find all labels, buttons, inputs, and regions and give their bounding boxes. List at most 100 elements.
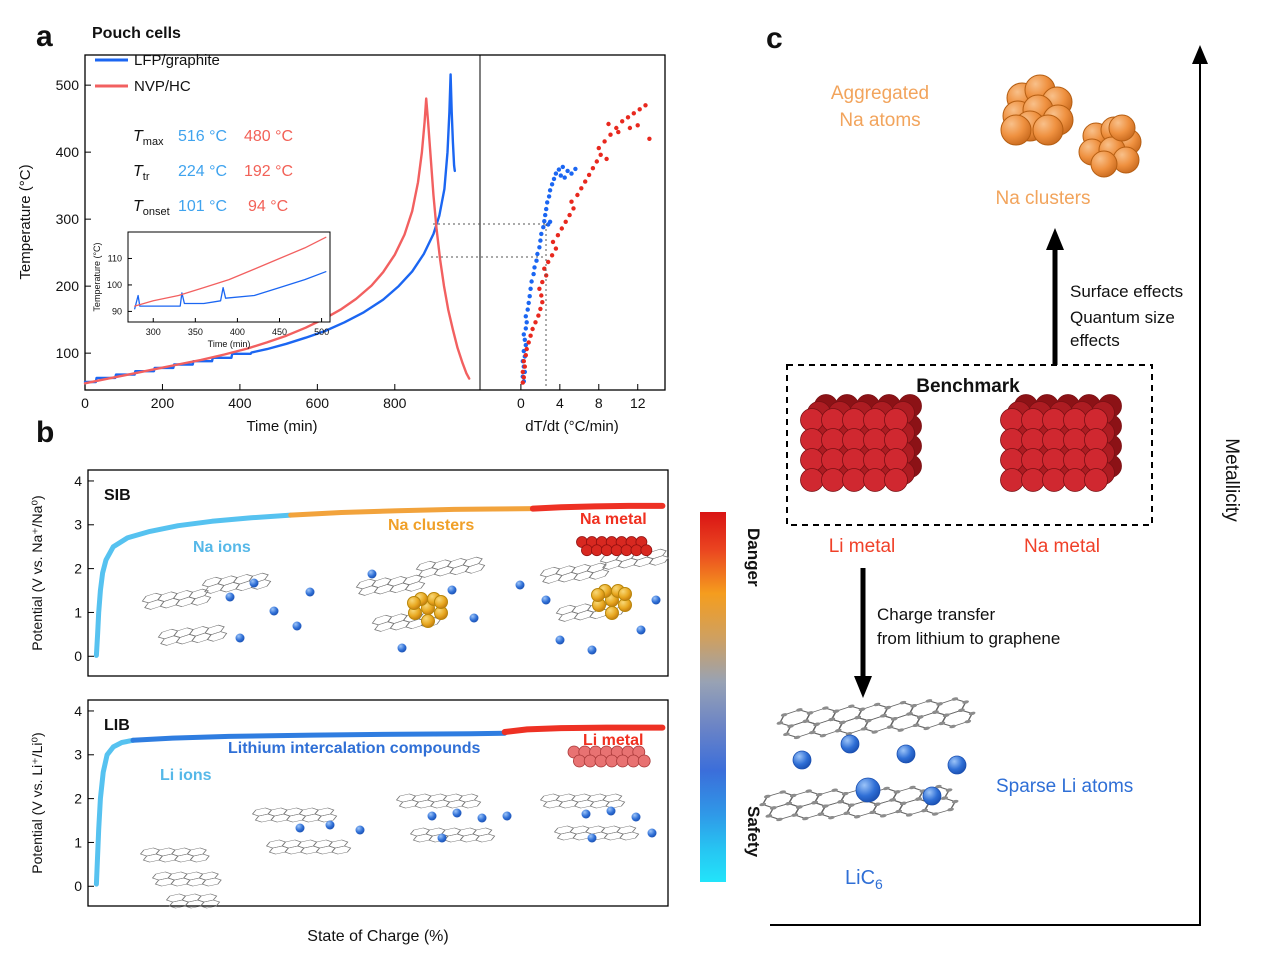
sparse-li-atoms-spheres xyxy=(792,734,967,806)
stat-tmax-name: Tmax xyxy=(133,128,164,148)
x-tick-label: 600 xyxy=(306,395,330,411)
scatter-point xyxy=(528,286,533,291)
scatter-point xyxy=(590,166,596,171)
graphene-flake-icon xyxy=(251,807,338,823)
na-ion-icon xyxy=(651,595,661,605)
scatter-point xyxy=(525,307,530,312)
scatter-point xyxy=(528,333,533,338)
graphene-flake-icon xyxy=(265,839,352,855)
stat-tonset-name: Tonset xyxy=(133,198,170,218)
scatter-point xyxy=(542,219,547,224)
charge-transfer-label-line2: from lithium to graphene xyxy=(877,629,1060,648)
sib-molecular-art xyxy=(141,536,670,655)
scatter-point xyxy=(546,222,551,227)
stat-tonset-nvp: 94 °C xyxy=(248,198,288,215)
graphene-flake-icon xyxy=(139,847,210,863)
scatter-point xyxy=(538,238,543,243)
scatter-point xyxy=(643,103,648,108)
scatter-point xyxy=(551,176,557,182)
series-line xyxy=(130,730,508,743)
series-line xyxy=(529,502,666,512)
na-metal-label: Na metal xyxy=(1024,536,1100,557)
y-tick-label: 4 xyxy=(74,703,82,719)
stat-ttr-name: Ttr xyxy=(133,163,150,183)
x-tick-label: 300 xyxy=(146,327,161,337)
scatter-point xyxy=(620,119,625,124)
graphene-flake-icon xyxy=(165,893,221,909)
y-tick-label: 1 xyxy=(74,604,82,620)
y-tick-label: 3 xyxy=(74,747,82,763)
y-tick-label: 0 xyxy=(74,878,82,894)
intercalation-label: Lithium intercalation compounds xyxy=(228,740,481,757)
graphene-flake-icon xyxy=(201,572,272,594)
scatter-point xyxy=(575,192,580,198)
graphene-flake-icon xyxy=(141,588,212,610)
graphene-flake-icon xyxy=(415,556,486,578)
li-ion-icon xyxy=(437,833,447,843)
scatter-point xyxy=(520,369,525,375)
series-line xyxy=(83,73,456,384)
scatter-point xyxy=(523,353,528,358)
scatter-point xyxy=(625,115,631,120)
scatter-point xyxy=(542,266,547,271)
sparse-li-atoms-label: Sparse Li atoms xyxy=(996,776,1133,797)
scatter-point xyxy=(616,129,621,135)
series-line xyxy=(288,506,536,518)
na-clusters-caption: Na clusters xyxy=(995,188,1090,209)
scatter-point xyxy=(631,111,636,116)
y-tick-label: 100 xyxy=(56,345,80,361)
soc-axis-label: State of Charge (%) xyxy=(307,928,448,945)
series-line xyxy=(501,724,666,735)
scatter-point xyxy=(523,342,528,348)
na-ion-icon xyxy=(269,606,279,616)
up-arrow-head-icon xyxy=(1046,228,1064,250)
stat-ttr-nvp: 192 °C xyxy=(244,163,293,180)
graphene-sheet-icon xyxy=(759,784,959,822)
graphene-flake-icon xyxy=(409,827,496,843)
graphene-flake-icon xyxy=(157,624,228,646)
y-tick-label: 4 xyxy=(74,473,82,489)
scatter-point xyxy=(579,186,584,191)
scatter-point xyxy=(556,167,562,172)
na-cluster-gold-icon xyxy=(407,592,448,628)
danger-label: Danger xyxy=(744,528,763,587)
legend-label-lfp: LFP/graphite xyxy=(134,52,220,69)
scatter-point xyxy=(536,313,541,318)
li-ion-icon xyxy=(477,813,487,823)
na-ion-icon xyxy=(225,592,235,602)
scatter-point xyxy=(546,259,551,265)
scatter-point xyxy=(604,156,609,162)
stat-tmax-nvp: 480 °C xyxy=(244,128,293,145)
scatter-point xyxy=(553,171,559,176)
scatter-point xyxy=(524,320,529,325)
scatter-point xyxy=(532,265,537,270)
inset-y-axis-label: Temperature (°C) xyxy=(92,242,102,311)
li-atom-sphere-icon xyxy=(947,755,967,775)
scatter-point xyxy=(522,364,527,369)
li-metal-cube-icon xyxy=(800,394,922,492)
li-ion-icon xyxy=(581,809,591,819)
series-line xyxy=(93,512,294,658)
scatter-point xyxy=(559,226,564,231)
graphene-sheets xyxy=(759,697,976,822)
scatter-point xyxy=(608,132,613,137)
x-tick-label: 400 xyxy=(228,395,252,411)
metal-atom-cubes xyxy=(800,394,1122,492)
quantum-size-label-line1: Quantum size xyxy=(1070,308,1175,327)
scatter-point xyxy=(547,188,553,193)
na-metal-slab-icon xyxy=(576,536,653,557)
scatter-point xyxy=(529,279,534,284)
metallicity-label: Metallicity xyxy=(1221,438,1242,522)
li-atom-sphere-icon xyxy=(840,734,860,754)
scatter-point xyxy=(583,179,588,184)
scatter-point xyxy=(635,123,640,128)
charge-transfer-label-line1: Charge transfer xyxy=(877,605,995,624)
panel-c-label: c xyxy=(766,22,783,55)
x-tick-label: 500 xyxy=(314,327,329,337)
li-ion-icon xyxy=(355,825,365,835)
stat-tonset-lfp: 101 °C xyxy=(178,198,227,215)
series-line xyxy=(134,271,327,310)
scatter-point xyxy=(647,136,652,141)
na-metal-label: Na metal xyxy=(580,511,647,528)
